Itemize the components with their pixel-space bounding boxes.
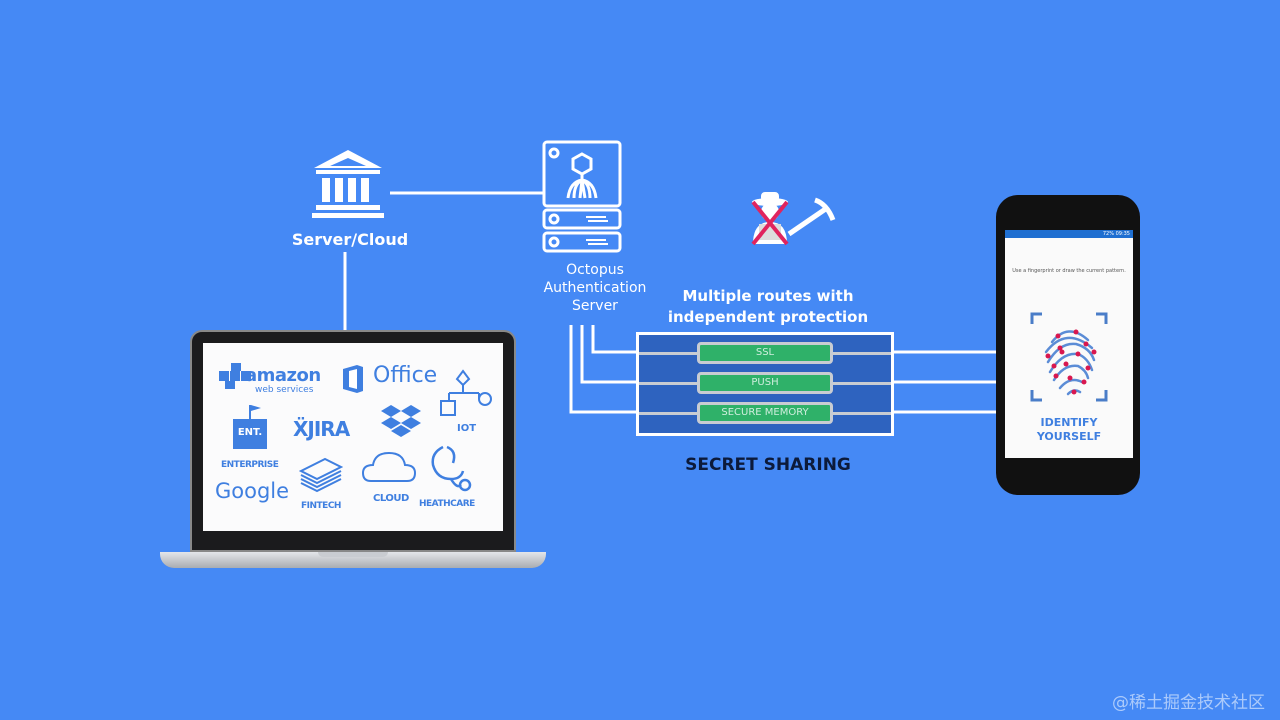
auth-server-label-line: Authentication	[543, 280, 647, 296]
logo-iot: IOT	[457, 423, 477, 434]
route-pill-push: PUSH	[697, 372, 833, 394]
identify-line: IDENTIFY	[1040, 416, 1098, 429]
logo-cloud: CLOUD	[373, 493, 409, 504]
iot-icon	[440, 369, 492, 416]
identify-line: YOURSELF	[1036, 430, 1102, 443]
route-pill-secure-memory: SECURE MEMORY	[697, 402, 833, 424]
laptop-notch	[318, 552, 388, 557]
watermark: @稀土掘金技术社区	[1112, 693, 1265, 713]
stethoscope-icon	[431, 445, 472, 492]
dropbox-icon	[381, 405, 421, 437]
auth-server-label-line: Server	[572, 298, 618, 314]
logo-healthcare: HEATHCARE	[419, 499, 475, 509]
aws-cubes-icon	[219, 363, 251, 389]
auth-server-label: Octopus Authentication Server	[520, 261, 670, 315]
secret-sharing-label: SECRET SHARING	[685, 455, 851, 475]
wire-route-push	[580, 325, 636, 384]
logo-amazon: amazon	[245, 365, 321, 386]
logo-amazon-sub: web services	[255, 385, 314, 395]
logo-fintech: FINTECH	[301, 501, 341, 511]
phone-status-bar: 72% 09:35	[1005, 230, 1133, 238]
logo-google: Google	[215, 479, 290, 503]
route-pill-ssl: SSL	[697, 342, 833, 364]
routes-title-line: Multiple routes with	[682, 287, 854, 305]
logo-jira: ẌJIRA	[293, 417, 350, 441]
bank-building-icon	[312, 150, 384, 218]
cloud-icon	[361, 451, 417, 482]
wire-route-secure	[569, 325, 636, 414]
enterprise-building-icon	[233, 405, 267, 449]
hacker-crossed-icon	[751, 192, 836, 246]
fintech-money-stack-icon	[299, 457, 343, 493]
identify-yourself-label: IDENTIFY YOURSELF	[1005, 416, 1133, 444]
secret-sharing-routes-box: SSL PUSH SECURE MEMORY	[636, 332, 894, 436]
routes-title-line: independent protection	[667, 308, 869, 326]
laptop-base	[160, 552, 546, 568]
logo-office: Office	[373, 363, 438, 388]
octopus-server-icon	[542, 140, 622, 253]
phone-auth-message: Use a fingerprint or draw the current pa…	[1012, 268, 1126, 274]
wire-route-ssl	[591, 325, 636, 354]
fingerprint-icon	[1030, 312, 1108, 402]
laptop-screen: amazon web services Office IOT ENT. ENTE…	[203, 343, 503, 531]
ent-badge: ENT.	[237, 427, 263, 438]
logo-enterprise: ENTERPRISE	[221, 460, 279, 470]
auth-server-label-line: Octopus	[566, 262, 624, 278]
jira-text: JIRA	[307, 417, 350, 441]
routes-title: Multiple routes with independent protect…	[640, 286, 896, 328]
office-icon	[343, 365, 363, 393]
server-cloud-label: Server/Cloud	[291, 230, 409, 249]
jira-icon: Ẍ	[293, 417, 308, 441]
